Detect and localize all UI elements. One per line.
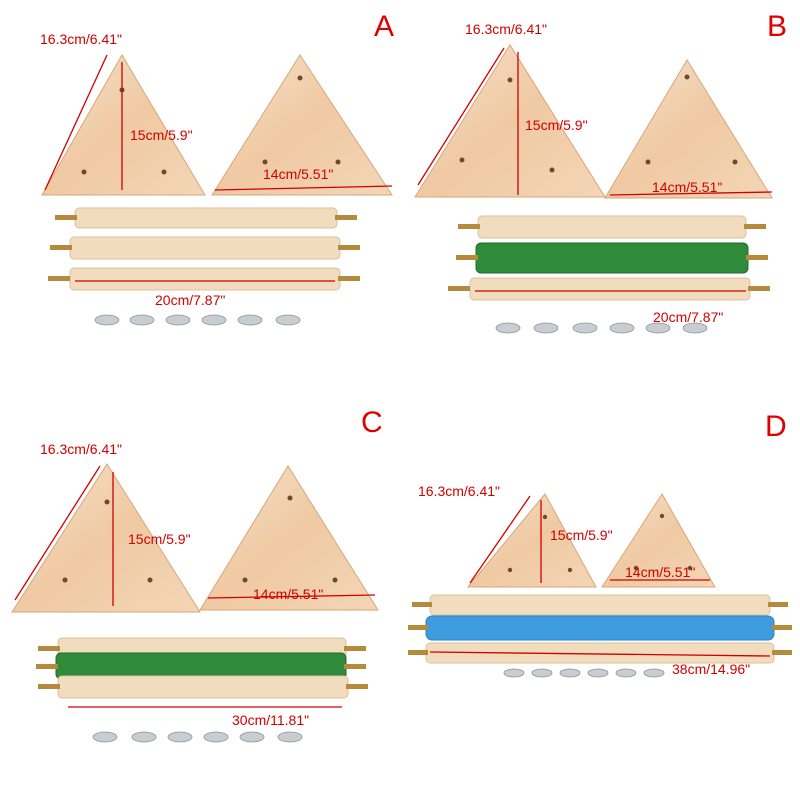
perch-rod [429, 594, 771, 616]
triangle-plate [601, 493, 716, 588]
height-dimension: 15cm/5.9" [525, 117, 588, 133]
perch-rod [477, 215, 747, 239]
variant-letter: B [767, 10, 788, 43]
triangle-plate [41, 54, 206, 196]
wing-nuts [503, 668, 665, 678]
rod-dimension: 38cm/14.96" [672, 661, 751, 677]
panel-b: B 16.3cm/6.41" 15cm/5.9" 14cm/5.51" 20cm… [400, 0, 800, 400]
perch-rod [69, 236, 341, 260]
panel-a: A 16.3cm/6.41" 15cm/5.9" 14cm/5.51" 20cm… [0, 0, 400, 400]
base-dimension: 14cm/5.51" [625, 564, 696, 580]
rod-dimension: 20cm/7.87" [155, 292, 226, 308]
height-dimension: 15cm/5.9" [550, 527, 613, 543]
perch-rod [69, 267, 341, 291]
diagonal-dimension: 16.3cm/6.41" [40, 441, 123, 457]
perch-rod [74, 207, 338, 229]
perch-rod [57, 675, 349, 699]
triangle-plate [604, 59, 773, 199]
base-dimension: 14cm/5.51" [263, 166, 334, 182]
diagonal-dimension: 16.3cm/6.41" [465, 21, 548, 37]
panel-d: D 16.3cm/6.41" 15cm/5.9" 14cm/5.51" 38cm… [400, 400, 800, 800]
diagonal-dimension: 16.3cm/6.41" [418, 483, 501, 499]
perch-rod [425, 615, 775, 641]
triangle-plate [466, 493, 597, 588]
base-dimension: 14cm/5.51" [253, 586, 324, 602]
triangle-plate [211, 54, 393, 196]
perch-rod [469, 277, 751, 301]
diagonal-dimension: 16.3cm/6.41" [40, 31, 123, 47]
variant-letter: A [374, 10, 395, 43]
panel-a-illustration [41, 54, 393, 326]
panel-b-illustration [414, 44, 773, 334]
rod-dimension: 20cm/7.87" [653, 309, 724, 325]
panel-c-illustration [11, 463, 379, 743]
wing-nuts [495, 322, 708, 334]
variant-letter: C [361, 406, 383, 439]
triangle-plate [199, 465, 379, 611]
perch-rod [475, 242, 749, 274]
wing-nuts [92, 731, 303, 743]
height-dimension: 15cm/5.9" [130, 127, 193, 143]
wing-nuts [94, 314, 301, 326]
panel-c: C 16.3cm/6.41" 15cm/5.9" 14cm/5.51" 30cm… [0, 400, 400, 800]
variant-letter: D [765, 410, 787, 443]
height-dimension: 15cm/5.9" [128, 531, 191, 547]
perch-rod [55, 652, 347, 680]
triangle-plate [11, 463, 201, 613]
rod-dimension: 30cm/11.81" [232, 712, 310, 728]
base-dimension: 14cm/5.51" [652, 179, 723, 195]
panel-d-illustration [408, 493, 792, 678]
